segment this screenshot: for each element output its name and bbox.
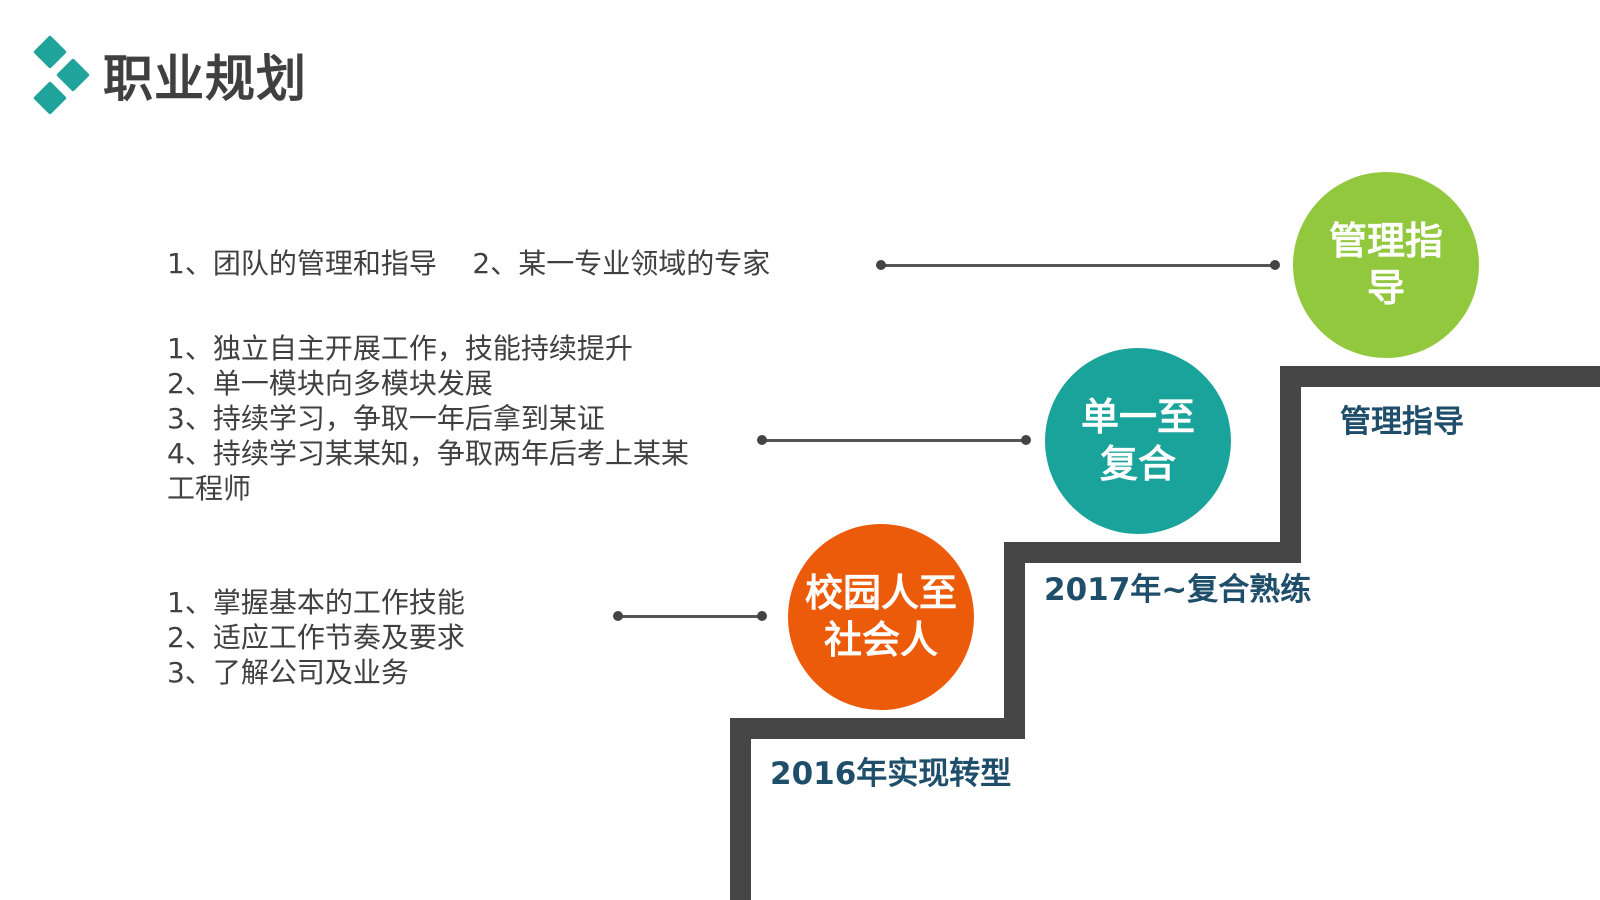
staircase-riser-3 — [1280, 366, 1301, 563]
diamond-shape — [56, 58, 90, 92]
staircase-tread-2 — [1004, 542, 1300, 563]
staircase-tread-1 — [730, 718, 1025, 739]
stage-2-circle: 单一至 复合 — [1045, 348, 1231, 534]
stage-2-description: 1、独立自主开展工作，技能持续提升 2、单一模块向多模块发展 3、持续学习，争取… — [167, 332, 689, 505]
stage-1-description: 1、掌握基本的工作技能 2、适应工作节奏及要求 3、了解公司及业务 — [167, 586, 465, 689]
connector-dot-icon — [1021, 435, 1031, 445]
connector-line-stage-1 — [613, 611, 767, 621]
connector-dot-icon — [613, 611, 623, 621]
connector-line-stage-2 — [757, 435, 1031, 445]
stage-1-circle-text: 校园人至 社会人 — [804, 571, 957, 662]
connector-dot-icon — [1270, 260, 1280, 270]
diamond-shape — [33, 35, 67, 69]
staircase-riser-2 — [1004, 542, 1025, 739]
connector-dot-icon — [757, 435, 767, 445]
teal-diamonds-icon — [30, 34, 94, 116]
stage-2-step-label: 2017年~复合熟练 — [1044, 572, 1312, 608]
staircase-riser-1 — [730, 718, 751, 900]
connector-dot-icon — [757, 611, 767, 621]
stage-3-step-label: 管理指导 — [1340, 404, 1464, 440]
staircase-tread-3 — [1280, 366, 1600, 387]
stage-3-description: 1、团队的管理和指导 2、某一专业领域的专家 — [167, 247, 771, 280]
stage-1-step-label: 2016年实现转型 — [770, 756, 1012, 792]
page-title: 职业规划 — [103, 50, 307, 108]
diamond-shape — [33, 81, 67, 115]
stage-3-circle-text: 管理指 导 — [1328, 219, 1443, 310]
stage-3-circle: 管理指 导 — [1293, 172, 1479, 358]
connector-line-stage-3 — [876, 260, 1280, 270]
stage-2-circle-text: 单一至 复合 — [1080, 395, 1195, 486]
stage-1-circle: 校园人至 社会人 — [788, 524, 974, 710]
connector-dot-icon — [876, 260, 886, 270]
